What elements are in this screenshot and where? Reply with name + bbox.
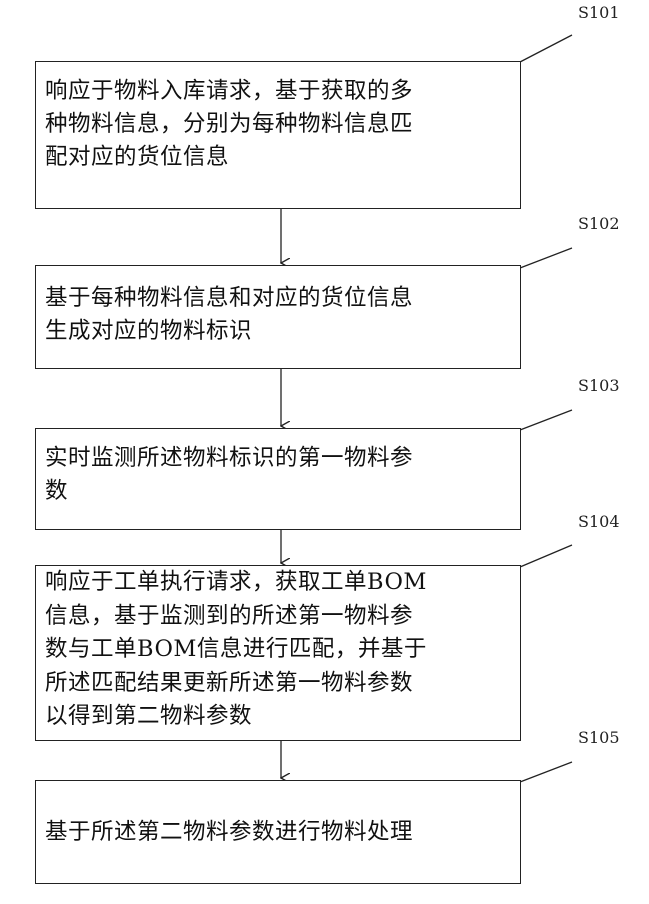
step-label-s105: S105: [578, 728, 620, 747]
step-text-s102: 基于每种物料信息和对应的货位信息 生成对应的物料标识: [45, 282, 510, 348]
leader-line-s103: [520, 410, 572, 430]
step-label-s104: S104: [578, 512, 620, 531]
step-label-s103: S103: [578, 376, 620, 395]
leader-line-s102: [520, 248, 572, 268]
step-label-s102: S102: [578, 214, 620, 233]
leader-line-s105: [520, 762, 572, 782]
step-text-s104: 响应于工单执行请求，获取工单BOM 信息，基于监测到的所述第一物料参 数与工单B…: [45, 566, 510, 734]
step-box-s101: 响应于物料入库请求，基于获取的多 种物料信息，分别为每种物料信息匹 配对应的货位…: [35, 61, 521, 209]
step-box-s102: 基于每种物料信息和对应的货位信息 生成对应的物料标识: [35, 265, 521, 369]
step-box-s103: 实时监测所述物料标识的第一物料参 数: [35, 428, 521, 530]
leader-line-s101: [520, 35, 572, 62]
step-box-s105: 基于所述第二物料参数进行物料处理: [35, 780, 521, 884]
step-label-s101: S101: [578, 3, 620, 22]
step-text-s105: 基于所述第二物料参数进行物料处理: [45, 816, 413, 849]
step-text-s103: 实时监测所述物料标识的第一物料参 数: [45, 442, 510, 508]
step-box-s104: 响应于工单执行请求，获取工单BOM 信息，基于监测到的所述第一物料参 数与工单B…: [35, 565, 521, 741]
step-text-s101: 响应于物料入库请求，基于获取的多 种物料信息，分别为每种物料信息匹 配对应的货位…: [45, 75, 510, 174]
leader-line-s104: [520, 545, 572, 567]
